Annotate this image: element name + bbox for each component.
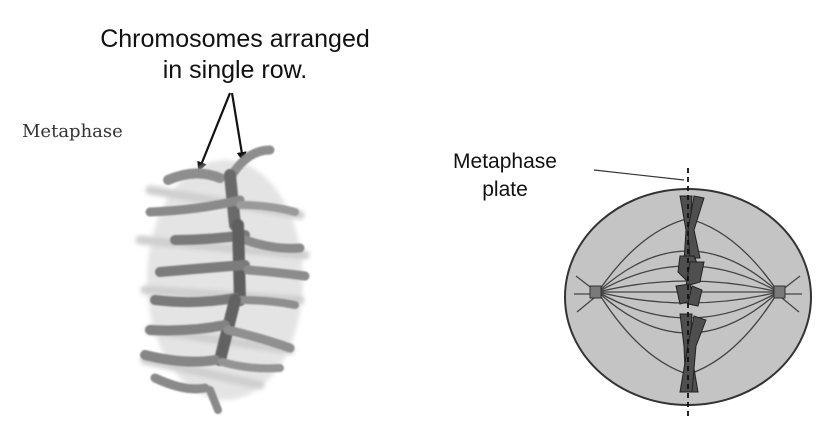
pointer-arrows [199,93,243,170]
centrosome-left [590,286,601,298]
arrow-right [232,93,243,160]
metaphase-micrograph [140,150,305,410]
metaphase-plate-leader [594,170,684,180]
metaphase-cell-diagram [565,168,811,420]
centrosome-right [774,286,785,298]
arrow-left [199,93,230,170]
